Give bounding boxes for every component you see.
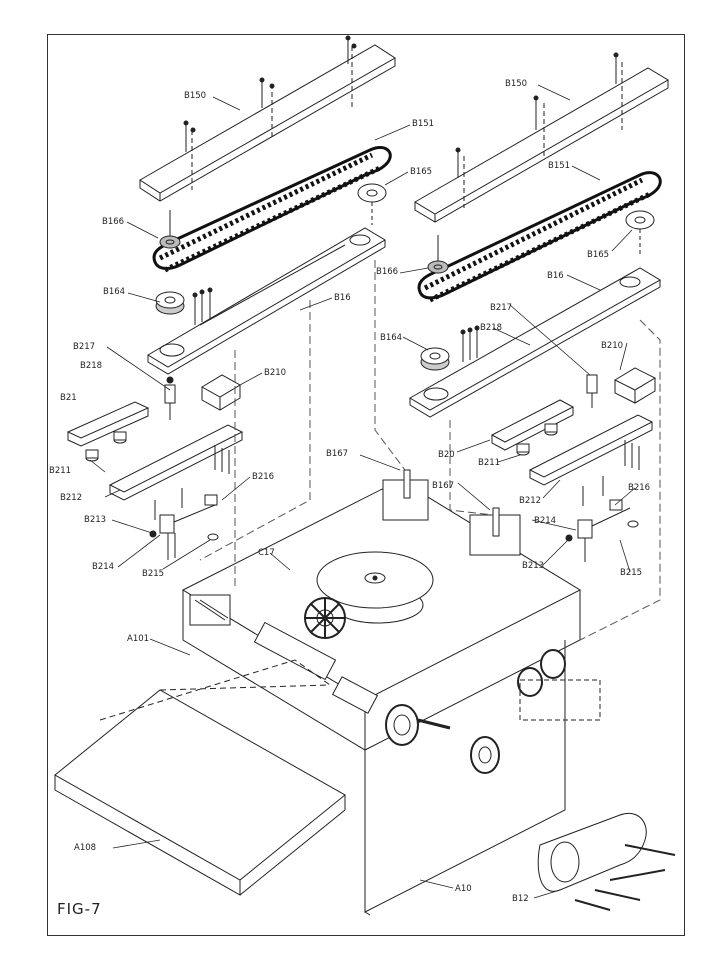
label-b213-right: B213 — [522, 561, 544, 571]
label-c17: C17 — [258, 548, 275, 558]
right-rail-b16 — [409, 267, 661, 418]
label-b214-right: B214 — [534, 516, 556, 526]
left-block-b210 — [201, 374, 241, 411]
label-b165-left: B165 — [410, 167, 432, 177]
left-bar-b21 — [66, 401, 150, 447]
label-b16-right: B16 — [547, 271, 564, 281]
label-b215-right: B215 — [620, 568, 642, 578]
left-sprocket-b165 — [357, 183, 387, 225]
label-b16-left: B16 — [334, 293, 351, 303]
label-b164-right: B164 — [380, 333, 402, 343]
machine-lower-body-a10 — [364, 640, 566, 916]
label-b20: B20 — [438, 450, 455, 460]
left-plate-screws — [183, 35, 357, 190]
right-base-b212 — [528, 414, 654, 486]
label-a108: A108 — [74, 843, 96, 853]
left-base-b212 — [108, 424, 244, 501]
turntable-disc — [316, 551, 434, 624]
label-a101: A101 — [127, 634, 149, 644]
drawing-border-frame — [47, 34, 685, 936]
left-pulley-b164 — [155, 291, 185, 315]
figure-label: FIG-7 — [57, 900, 102, 918]
left-washers-b211 — [85, 431, 127, 462]
right-bolts — [582, 440, 640, 506]
left-pin-b218 — [164, 376, 176, 420]
right-pulley-b164 — [420, 347, 450, 371]
right-clamp-b214 — [565, 499, 639, 562]
label-b218-right: B218 — [480, 323, 502, 333]
label-b213-left: B213 — [84, 515, 106, 525]
side-gears — [517, 649, 601, 721]
left-bolts — [154, 445, 230, 520]
label-b218-left: B218 — [80, 361, 102, 371]
right-bearing-b166 — [427, 235, 449, 274]
left-top-plate-b150 — [139, 44, 396, 202]
label-b211-right: B211 — [478, 458, 500, 468]
label-b166-right: B166 — [376, 267, 398, 277]
right-rail-screws — [460, 325, 480, 362]
right-chain-b151 — [417, 171, 662, 303]
label-b215-left: B215 — [142, 569, 164, 579]
label-b151-right: B151 — [548, 161, 570, 171]
motor-b12 — [537, 812, 676, 911]
label-b216-left: B216 — [252, 472, 274, 482]
label-b210-left: B210 — [264, 368, 286, 378]
left-rail-b16 — [147, 227, 386, 375]
label-b216-right: B216 — [628, 483, 650, 493]
label-b211-left: B211 — [49, 466, 71, 476]
label-b155-right: B165 — [587, 250, 609, 260]
left-clamp-b214 — [149, 494, 219, 560]
right-block-b210 — [613, 367, 657, 404]
label-b166-left: B166 — [102, 217, 124, 227]
left-bearing-b166 — [159, 210, 181, 249]
label-leader-lines — [89, 84, 636, 899]
right-washers-b211 — [516, 423, 558, 456]
shafts-b167 — [382, 469, 521, 556]
handwheels — [385, 704, 500, 774]
label-b151-left: B151 — [412, 119, 434, 129]
label-b212-left: B212 — [60, 493, 82, 503]
label-b12: B12 — [512, 894, 529, 904]
label-b167-right: B167 — [432, 481, 454, 491]
right-top-plate-b150 — [414, 67, 669, 223]
label-b150-left: B150 — [184, 91, 206, 101]
label-b210-right: B210 — [601, 341, 623, 351]
part-labels: B150 B151 B165 B166 B164 B16 B217 B218 B… — [49, 79, 650, 904]
label-b214-left: B214 — [92, 562, 114, 572]
label-b217-left: B217 — [73, 342, 95, 352]
label-a10: A10 — [455, 884, 472, 894]
assembly-leader-lines — [199, 260, 661, 641]
drip-tray-a108 — [54, 689, 346, 896]
brush-wheel — [304, 597, 346, 639]
right-bar-b20 — [490, 399, 575, 451]
tray-placement-outline — [99, 659, 331, 721]
label-b212-right: B212 — [519, 496, 541, 506]
label-b217-right: B217 — [490, 303, 512, 313]
label-b164-left: B164 — [103, 287, 125, 297]
right-sprocket-b165 — [625, 210, 655, 255]
right-plate-screws — [455, 52, 623, 208]
label-b150-right: B150 — [505, 79, 527, 89]
right-pin-b218 — [586, 374, 598, 408]
label-b21: B21 — [60, 393, 77, 403]
left-rail-screws — [192, 287, 213, 325]
label-b167-left: B167 — [326, 449, 348, 459]
left-rollers — [189, 594, 379, 714]
